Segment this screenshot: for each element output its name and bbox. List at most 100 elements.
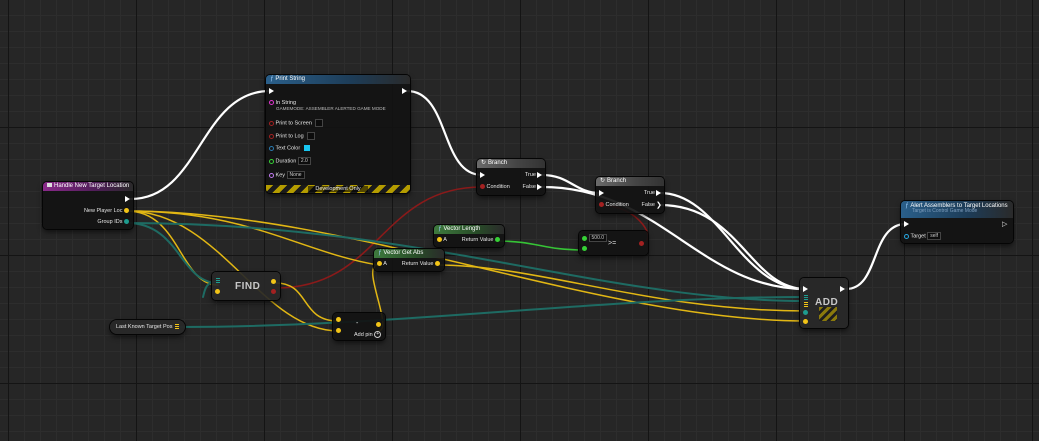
exec-out-pin[interactable] [402, 88, 407, 94]
function-icon: ƒ [378, 250, 382, 256]
array-pin-icon[interactable] [175, 324, 179, 330]
branch-node-2[interactable]: ↻Branch Condition True False ❯ [596, 177, 664, 213]
find-title: FIND [235, 281, 261, 292]
exec-out-pin[interactable] [125, 196, 130, 202]
text-color-swatch[interactable] [303, 145, 310, 151]
new-player-loc-row: New Player Loc [84, 208, 129, 214]
exec-out-pin[interactable] [840, 286, 845, 292]
branch-title: Branch [607, 178, 627, 184]
float-pin[interactable] [495, 237, 500, 243]
exec-in-pin[interactable] [803, 286, 808, 292]
exec-wire [658, 203, 808, 291]
false-exec-pin[interactable] [537, 184, 542, 190]
bool-pin[interactable] [269, 133, 274, 139]
target-field[interactable]: self [927, 232, 942, 240]
true-exec-pin[interactable] [537, 172, 542, 178]
vector-pin[interactable] [215, 289, 220, 294]
exec-in-pin[interactable] [480, 172, 485, 178]
last-known-target-pos-node[interactable]: Last Known Target Pos [110, 320, 185, 334]
find-node[interactable]: FIND [212, 272, 280, 300]
add-node[interactable]: ADD [800, 278, 848, 328]
vector-pin[interactable] [336, 328, 341, 333]
compare-a-row: 500.0 [582, 234, 608, 242]
exec-in-pin[interactable] [904, 221, 909, 227]
bool-out-pin[interactable] [639, 241, 644, 246]
object-pin[interactable] [904, 233, 909, 239]
subtract-node[interactable]: - Add pin + [333, 313, 385, 340]
exec-wire [540, 185, 808, 291]
string-pin[interactable] [269, 100, 274, 106]
target-row: Target self [904, 232, 942, 240]
vector-wire [126, 210, 339, 332]
vector-wire [436, 264, 807, 312]
add-pin-icon[interactable]: + [374, 331, 382, 338]
false-label: False [641, 202, 655, 208]
in-string-row: In String [269, 100, 296, 106]
branch-node-1[interactable]: ↻Branch Condition True False [477, 159, 545, 195]
float-pin[interactable] [582, 246, 587, 252]
name-pin[interactable] [269, 172, 274, 178]
event-header[interactable]: Handle New Target Location [43, 182, 133, 191]
event-node-handle-new-target-location[interactable]: Handle New Target Location New Player Lo… [43, 182, 133, 229]
return-value-label: Return Value [461, 237, 494, 243]
development-only-label: Development Only [308, 186, 368, 192]
vector-pin[interactable] [377, 261, 382, 267]
vector-pin[interactable] [124, 208, 129, 214]
bool-pin[interactable] [269, 120, 274, 126]
duration-row: Duration 2.0 [269, 157, 311, 165]
group-ids-label: Group IDs [97, 219, 123, 225]
compare-node[interactable]: 500.0 >= [579, 231, 648, 255]
duration-field[interactable]: 2.0 [297, 157, 311, 165]
bool-out-pin[interactable] [271, 289, 276, 294]
exec-in-pin[interactable] [269, 88, 274, 94]
branch-header[interactable]: ↻Branch [596, 177, 664, 186]
vector-pin[interactable] [803, 310, 808, 315]
print-to-screen-row: Print to Screen [269, 119, 324, 127]
branch-header[interactable]: ↻Branch [477, 159, 545, 168]
exec-in-pin[interactable] [599, 190, 604, 196]
expand-chevron-icon[interactable]: ⌃ [335, 187, 341, 193]
true-exec-pin[interactable] [656, 190, 661, 196]
add-pin-row[interactable]: Add pin + [354, 331, 382, 338]
array-pin-icon[interactable] [804, 302, 808, 308]
vector-out-pin[interactable] [376, 322, 381, 327]
print-to-screen-checkbox[interactable] [315, 119, 324, 127]
float-pin[interactable] [582, 235, 587, 241]
vector-pin[interactable] [336, 317, 341, 322]
vector-pin[interactable] [803, 319, 808, 324]
a-label: A [443, 237, 447, 243]
function-icon: ƒ [270, 76, 274, 82]
vector-length-title: Vector Length [443, 226, 481, 232]
array-pin-icon[interactable] [804, 295, 808, 301]
vector-pin[interactable] [435, 261, 440, 267]
compare-value-field[interactable]: 500.0 [588, 234, 608, 242]
float-pin[interactable] [269, 158, 274, 164]
in-string-value[interactable]: GAMEMODE: ASSEMBLER ALERTED GAME MODE [276, 106, 386, 111]
int-out-pin[interactable] [271, 279, 276, 284]
condition-label: Condition [605, 202, 629, 208]
vector-pin[interactable] [437, 237, 442, 243]
bool-pin[interactable] [599, 202, 604, 208]
group-ids-row: Group IDs [97, 219, 129, 225]
bool-pin[interactable] [480, 184, 485, 190]
key-row: Key None [269, 171, 305, 179]
a-row: A [437, 237, 447, 243]
array-pin[interactable] [124, 219, 129, 225]
array-wire [126, 222, 807, 302]
exec-wire [129, 89, 272, 201]
print-to-log-row: Print to Log [269, 132, 316, 140]
print-to-log-checkbox[interactable] [307, 132, 316, 140]
array-pin-icon[interactable] [216, 278, 220, 284]
exec-wire [405, 89, 484, 177]
linear-color-pin[interactable] [269, 145, 274, 151]
key-field[interactable]: None [286, 171, 305, 179]
